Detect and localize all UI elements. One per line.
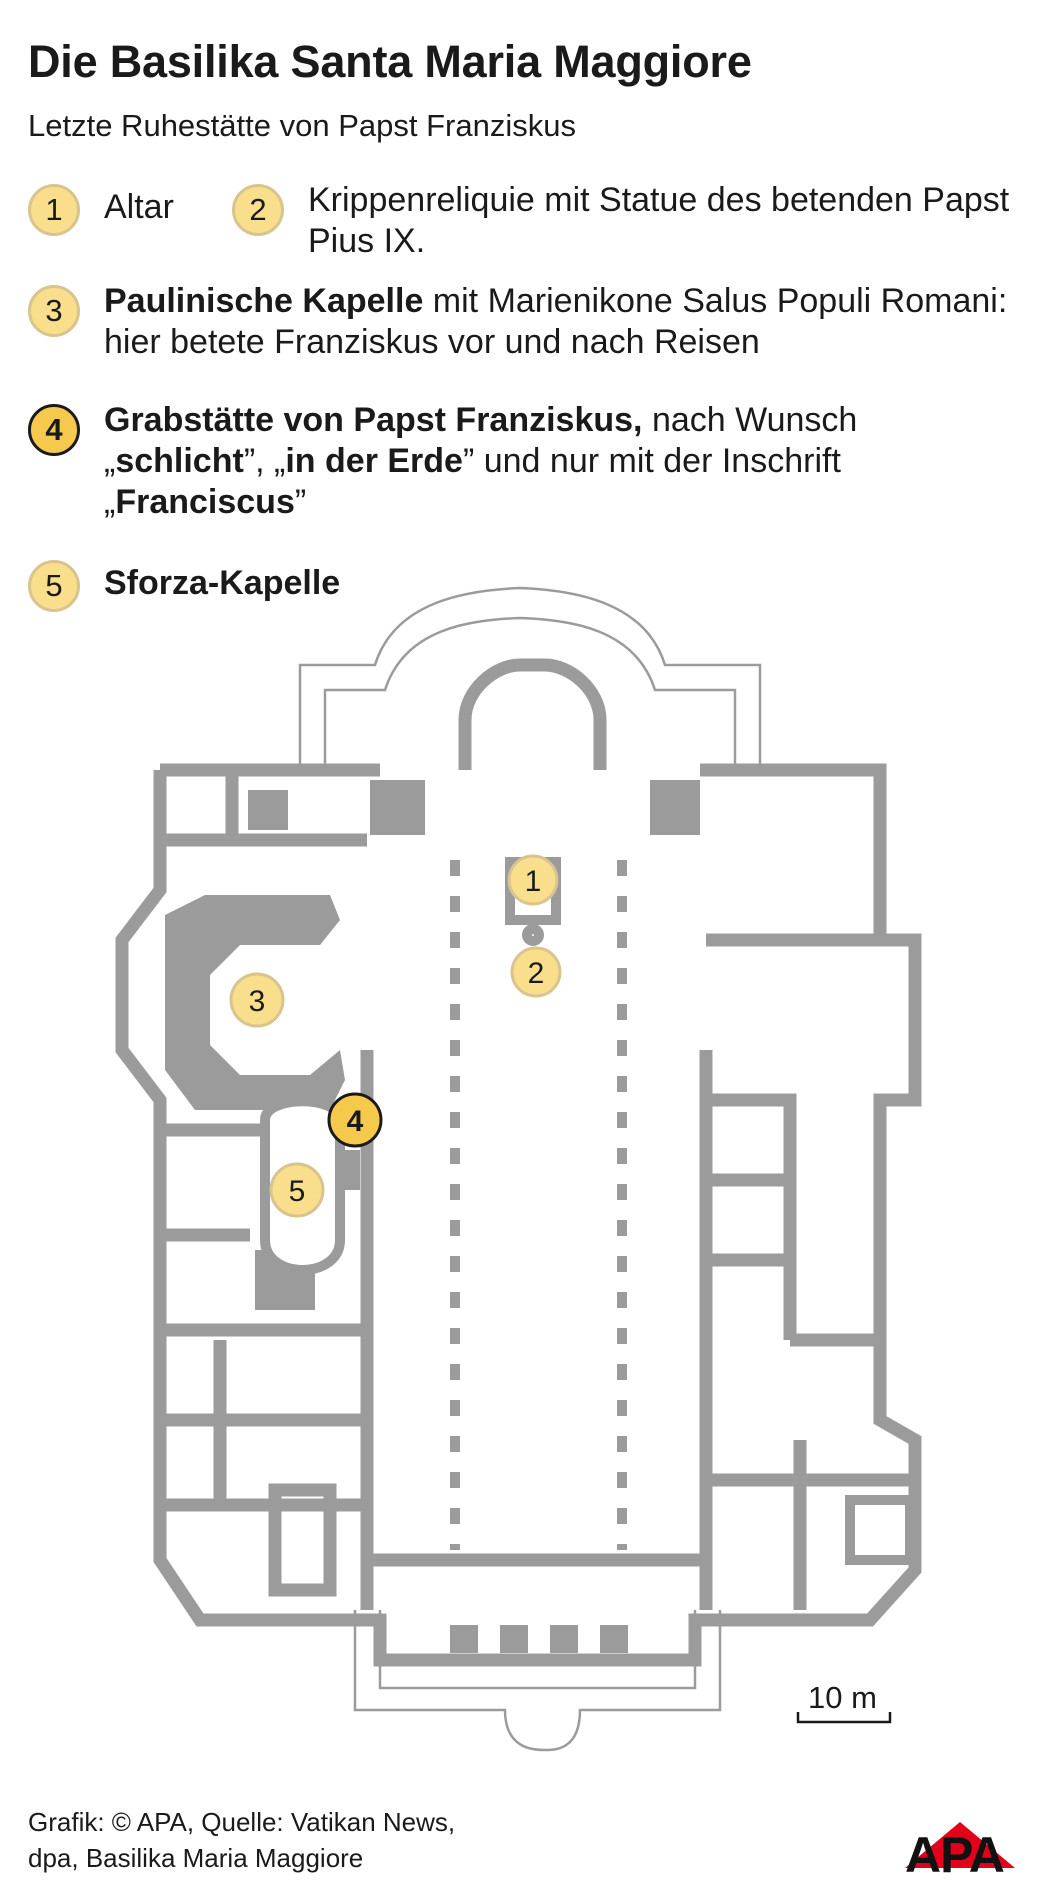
page-subtitle: Letzte Ruhestätte von Papst Franziskus [28,108,576,143]
walls [115,658,922,1667]
legend-item-pauline-chapel: 3 Paulinische Kapelle mit Marienikone Sa… [28,282,1024,363]
source-credit: Grafik: © APA, Quelle: Vatikan News, dpa… [28,1804,588,1876]
legend-item-sforza-chapel: 5 Sforza-Kapelle [28,560,340,612]
page-title: Die Basilika Santa Maria Maggiore [28,36,752,87]
credit-line-1: Grafik: © APA, Quelle: Vatikan News, [28,1807,456,1837]
quote-close-2: ” [294,483,307,521]
quote-open-1: „ [104,442,116,480]
map-marker-5-label: 5 [289,1175,306,1208]
legend-item-altar: 1 Altar [28,184,174,236]
map-marker-5: 5 [269,1162,325,1218]
legend-marker-5: 5 [28,560,80,612]
quote-open-2: „ [104,483,116,521]
apa-logo-triangle [905,1822,1015,1868]
credit-line-2: dpa, Basilika Maria Maggiore [28,1843,364,1873]
scale-bar [796,1712,892,1724]
scale-label: 10 m [808,1680,877,1715]
legend-text-4: Grabstätte von Papst Franziskus, nach Wu… [104,400,1024,523]
map-marker-2-label: 2 [528,957,545,990]
map-marker-4-label: 4 [347,1105,364,1138]
legend-text-2: Krippenreliquie mit Statue des betenden … [308,181,1010,260]
map-markers: 1 2 3 4 5 [229,854,562,1218]
legend-text-5: Sforza-Kapelle [104,563,340,604]
legend-text-3: Paulinische Kapelle mit Marienikone Salu… [104,281,1024,363]
legend-marker-2: 2 [232,184,284,236]
legend-item-crib-relic: 2 Krippenreliquie mit Statue des betende… [232,181,1039,262]
legend-marker-3: 3 [28,285,80,337]
map-marker-1-label: 1 [525,865,542,898]
legend-marker-4: 4 [28,404,80,456]
legend-rest-3: mit Marienikone Salus Populi Romani: hie… [104,282,1008,361]
column-rows [450,860,627,1550]
quote-in-der-erde: in der Erde [285,442,463,480]
quote-schlicht: schlicht [115,442,244,480]
apa-logo: APA [905,1827,1005,1883]
map-marker-2: 2 [510,946,562,998]
legend-text-1: Altar [104,188,174,226]
quote-mid-1: ”, „ [243,442,286,480]
legend-rest-4b: ” und nur mit der Inschrift [462,442,841,480]
legend-item-tomb: 4 Grabstätte von Papst Franziskus, nach … [28,401,1024,523]
map-marker-4: 4 [327,1092,383,1148]
map-marker-1: 1 [507,854,559,906]
map-marker-3-label: 3 [249,985,266,1018]
legend-bold-3: Paulinische Kapelle [104,282,424,320]
legend-marker-1: 1 [28,184,80,236]
wall-masses [165,780,915,1653]
quote-franciscus: Franciscus [115,483,295,521]
map-marker-3: 3 [229,972,285,1028]
legend-bold-4: Grabstätte von Papst Franziskus, [104,401,643,439]
legend-rest-4: nach Wunsch [642,401,858,439]
legend-bold-5: Sforza-Kapelle [104,564,341,602]
